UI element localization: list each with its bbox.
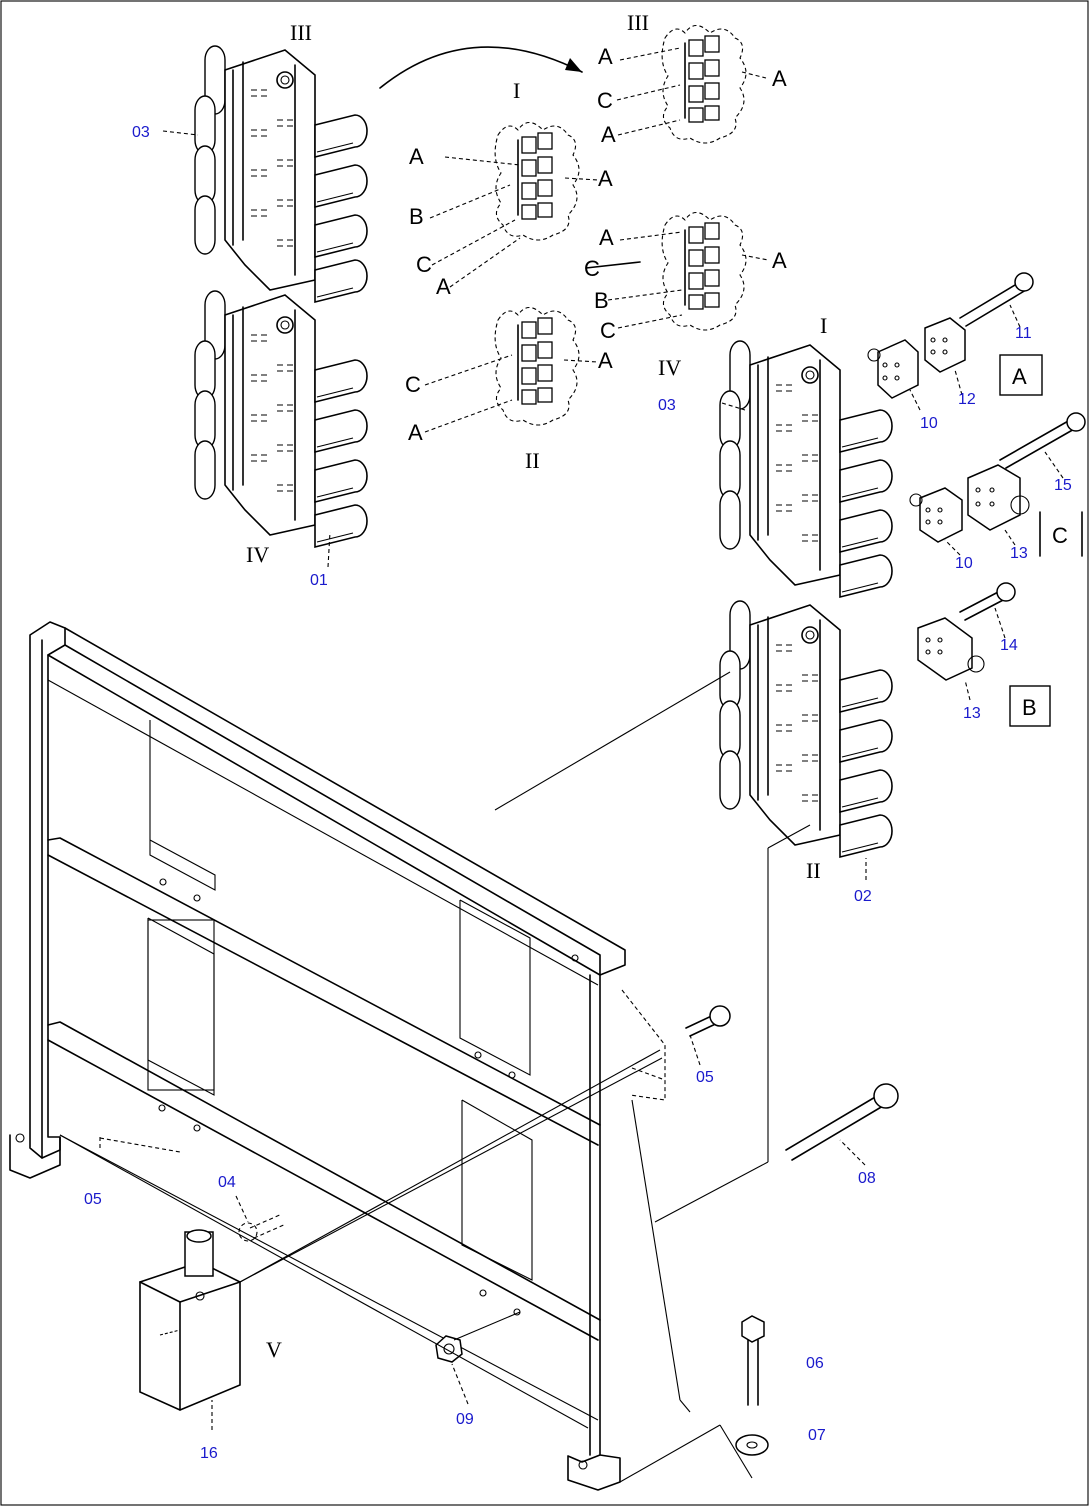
- part-number: 10: [955, 555, 973, 572]
- port-letter: A: [409, 144, 424, 169]
- valve-block-ii: [719, 600, 893, 858]
- part-number: 03: [132, 124, 150, 141]
- part-number: 02: [854, 888, 872, 905]
- port-letter: A: [599, 225, 614, 250]
- roman-label: II: [525, 448, 540, 473]
- port-letter: C: [416, 252, 432, 277]
- valve-block-iv: [194, 290, 368, 548]
- part-number: 16: [200, 1445, 218, 1462]
- view-box-letter: B: [1022, 695, 1037, 720]
- port-letter: A: [772, 248, 787, 273]
- port-letter: A: [598, 44, 613, 69]
- dashed-leaders: [99, 47, 1064, 1430]
- roman-label: I: [820, 313, 827, 338]
- part-number: 13: [963, 705, 981, 722]
- roman-label: V: [266, 1337, 282, 1362]
- block-16: [139, 1229, 241, 1411]
- part-number: 15: [1054, 477, 1072, 494]
- view-box-b: [1009, 685, 1051, 727]
- part-number: 11: [1015, 325, 1032, 342]
- port-letter: C: [584, 256, 600, 281]
- roman-label: IV: [658, 355, 681, 380]
- part-number: 13: [1010, 545, 1028, 562]
- port-letter: A: [772, 66, 787, 91]
- port-letter: B: [409, 204, 424, 229]
- part-number: 04: [218, 1174, 236, 1191]
- roman-label: III: [627, 10, 649, 35]
- part-number: 08: [858, 1170, 876, 1187]
- part-number: 10: [920, 415, 938, 432]
- port-letter: A: [601, 122, 616, 147]
- leader-lines: [59, 671, 811, 1479]
- port-letter: A: [408, 420, 423, 445]
- view-box-a: [999, 354, 1043, 396]
- valve-block-iii: [194, 45, 368, 303]
- part-number: 05: [84, 1191, 102, 1208]
- part-number: 06: [806, 1355, 824, 1372]
- port-sketch-ii: [494, 306, 580, 426]
- part-number: 12: [958, 391, 976, 408]
- port-letter: C: [597, 88, 613, 113]
- roman-label: I: [513, 78, 520, 103]
- roman-label: IV: [246, 542, 269, 567]
- port-sketch-iii: [661, 24, 747, 144]
- fasteners-lower: [238, 1005, 899, 1456]
- view-box-letter: C: [1052, 523, 1068, 548]
- port-sketch-iv: [661, 211, 747, 331]
- adapter-blocks: [867, 317, 1030, 681]
- part-number: 01: [310, 572, 328, 589]
- port-letter: A: [598, 348, 613, 373]
- bolts-upper: [959, 272, 1086, 621]
- part-number: 07: [808, 1427, 826, 1444]
- port-letter: A: [598, 166, 613, 191]
- port-sketch-i: [494, 121, 580, 241]
- view-box-letter: A: [1012, 364, 1027, 389]
- roman-label: II: [806, 858, 821, 883]
- mounting-frame: [9, 621, 721, 1491]
- roman-label: III: [290, 20, 312, 45]
- valve-block-i: [719, 340, 893, 598]
- arc-arrow: [379, 46, 583, 89]
- port-letter: C: [600, 318, 616, 343]
- port-letter: C: [405, 372, 421, 397]
- leader-c-solid: [585, 261, 641, 269]
- part-number: 03: [658, 397, 676, 414]
- port-letter: A: [436, 274, 451, 299]
- part-number: 05: [696, 1069, 714, 1086]
- part-number: 14: [1000, 637, 1018, 654]
- part-number: 09: [456, 1411, 474, 1428]
- port-letter: B: [594, 288, 609, 313]
- arrowhead: [565, 58, 582, 72]
